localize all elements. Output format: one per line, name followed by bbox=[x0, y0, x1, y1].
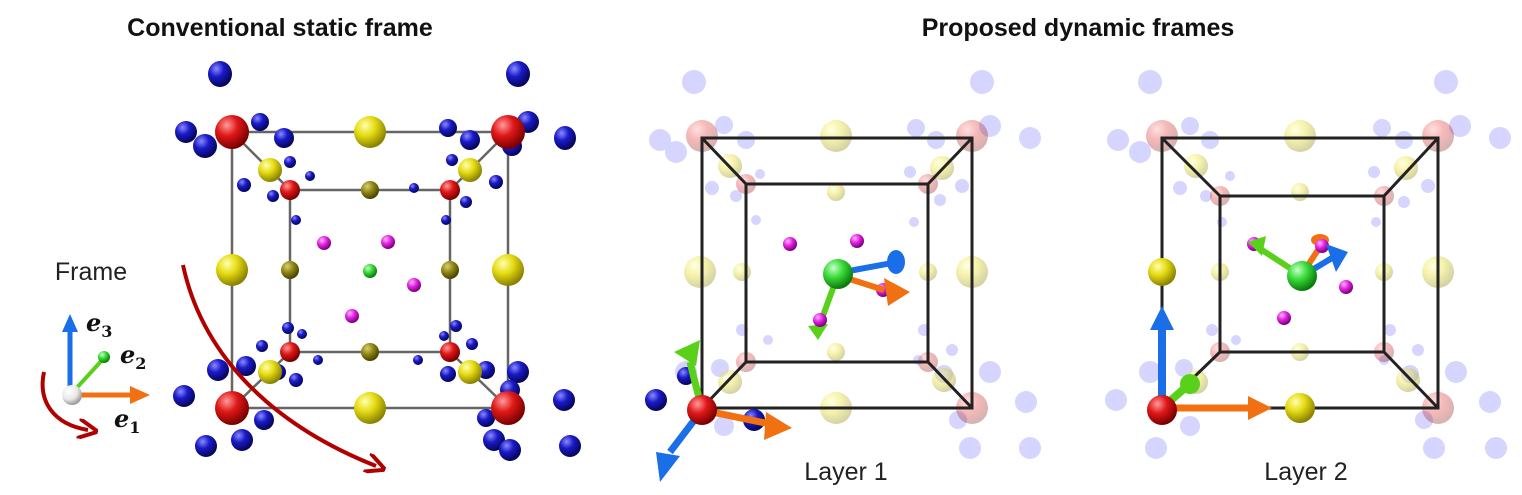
frame-legend-label: Frame bbox=[54, 258, 128, 286]
axis-label-e2: e2 bbox=[120, 340, 147, 373]
green-atom bbox=[363, 264, 377, 278]
caption-layer-2: Layer 2 bbox=[1264, 458, 1348, 486]
red-atoms bbox=[215, 115, 525, 425]
traversal-arrow bbox=[181, 264, 376, 466]
caption-layer-1: Layer 1 bbox=[804, 458, 888, 486]
title-proposed-dynamic-frames: Proposed dynamic frames bbox=[921, 14, 1235, 42]
magenta-atoms bbox=[317, 235, 421, 323]
panel-static-frame bbox=[173, 61, 581, 466]
blue-atoms bbox=[173, 61, 581, 461]
olive-atoms bbox=[281, 181, 459, 361]
yellow-atoms bbox=[216, 116, 524, 424]
axis-label-e1: e1 bbox=[114, 404, 141, 437]
frame-legend-axes bbox=[40, 314, 150, 430]
panel-layer-2 bbox=[1105, 70, 1511, 459]
axis-label-e3: e3 bbox=[86, 308, 113, 341]
panel-layer-1 bbox=[645, 70, 1041, 482]
title-conventional-static-frame: Conventional static frame bbox=[127, 14, 433, 42]
